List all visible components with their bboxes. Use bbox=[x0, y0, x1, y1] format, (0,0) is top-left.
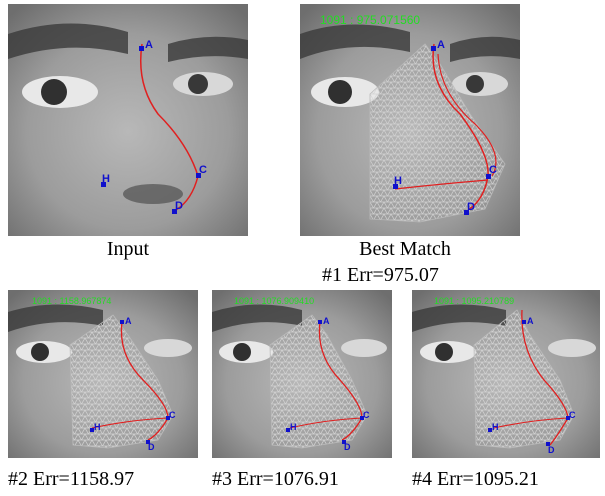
svg-text:D: D bbox=[344, 442, 351, 452]
input-caption: Input bbox=[106, 238, 150, 260]
svg-text:D: D bbox=[548, 445, 555, 455]
svg-text:H: H bbox=[102, 173, 110, 185]
landmark-d: D bbox=[172, 200, 183, 214]
svg-text:C: C bbox=[489, 164, 497, 176]
svg-text:A: A bbox=[437, 39, 445, 51]
svg-text:H: H bbox=[492, 422, 499, 432]
svg-text:A: A bbox=[323, 316, 330, 326]
svg-text:A: A bbox=[145, 39, 153, 51]
match-3-caption: #3 Err=1076.91 bbox=[212, 468, 339, 490]
svg-text:C: C bbox=[569, 410, 576, 420]
input-face-image: A C H D bbox=[8, 4, 248, 236]
svg-text:H: H bbox=[290, 422, 297, 432]
best-match-rank: #1 Err=975.07 bbox=[322, 264, 439, 286]
svg-text:C: C bbox=[169, 410, 176, 420]
svg-text:H: H bbox=[94, 422, 101, 432]
landmark-c: C bbox=[196, 164, 207, 178]
match-4-caption: #4 Err=1095.21 bbox=[412, 468, 539, 490]
best-overlay-text: 1091 : 975.071560 bbox=[320, 13, 420, 27]
svg-text:H: H bbox=[394, 175, 402, 187]
match-4-image: 1091 : 1095.210789 A C H D bbox=[412, 290, 600, 458]
best-match-image: 1091 : 975.071560 A C H D bbox=[300, 4, 520, 236]
svg-text:C: C bbox=[199, 164, 207, 176]
svg-text:D: D bbox=[148, 442, 155, 452]
match-2-image: 1091 : 1158.967874 A C H D bbox=[8, 290, 198, 458]
svg-text:C: C bbox=[363, 410, 370, 420]
landmark-a: A bbox=[139, 39, 153, 51]
svg-text:A: A bbox=[125, 316, 132, 326]
match-3-overlay-text: 1091 : 1076.909410 bbox=[234, 296, 314, 306]
svg-text:D: D bbox=[467, 201, 475, 213]
landmark-h: H bbox=[101, 173, 110, 187]
match-4-overlay-text: 1091 : 1095.210789 bbox=[434, 296, 514, 306]
match-2-overlay-text: 1091 : 1158.967874 bbox=[32, 296, 111, 306]
svg-text:A: A bbox=[527, 316, 534, 326]
match-2-caption: #2 Err=1158.97 bbox=[8, 468, 135, 490]
best-match-caption: Best Match bbox=[359, 238, 451, 260]
match-3-image: 1091 : 1076.909410 A C H D bbox=[212, 290, 392, 458]
svg-text:D: D bbox=[175, 200, 183, 212]
